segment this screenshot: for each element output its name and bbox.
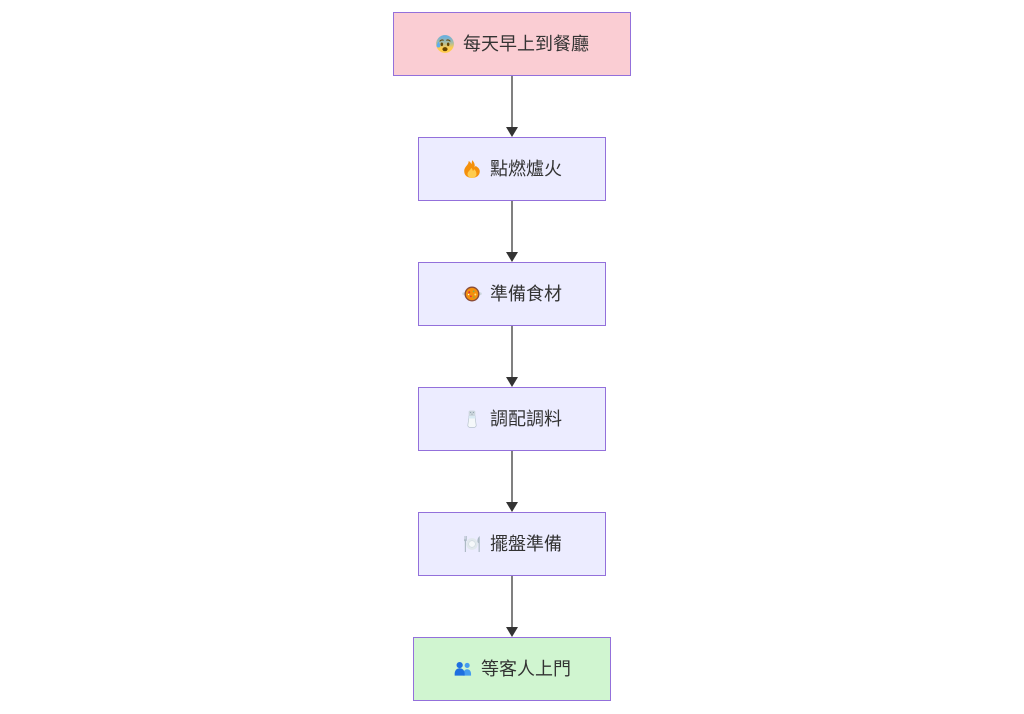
anxious-face-with-sweat-icon [435,34,455,54]
arrow-shaft [511,451,513,502]
flow-node-label: 點燃爐火 [490,159,562,179]
arrowhead-down-icon [506,627,518,637]
busts-in-silhouette-icon [453,659,473,679]
arrowhead-down-icon [506,502,518,512]
fire-icon [462,159,482,179]
flow-arrow [506,451,518,512]
flow-node-arrive-restaurant: 每天早上到餐廳 [393,12,631,76]
flow-node-label: 每天早上到餐廳 [463,34,589,54]
flow-node-plating-prep: 擺盤準備 [418,512,606,576]
fork-and-knife-with-plate-icon [462,534,482,554]
arrow-shaft [511,201,513,252]
flow-node-label: 等客人上門 [481,659,571,679]
arrowhead-down-icon [506,377,518,387]
flow-node-prepare-ingredients: 準備食材 [418,262,606,326]
flow-arrow [506,201,518,262]
arrow-shaft [511,326,513,377]
flow-arrow [506,326,518,387]
flow-arrow [506,76,518,137]
flow-node-mix-seasonings: 調配調料 [418,387,606,451]
arrow-shaft [511,576,513,627]
arrow-shaft [511,76,513,127]
arrowhead-down-icon [506,252,518,262]
shallow-pan-of-food-icon [462,284,482,304]
salt-shaker-icon [462,409,482,429]
flow-node-label: 調配調料 [490,409,562,429]
flow-node-wait-customers: 等客人上門 [413,637,611,701]
flow-arrow [506,576,518,637]
flow-node-light-stove: 點燃爐火 [418,137,606,201]
flow-node-label: 準備食材 [490,284,562,304]
flow-node-label: 擺盤準備 [490,534,562,554]
arrowhead-down-icon [506,127,518,137]
